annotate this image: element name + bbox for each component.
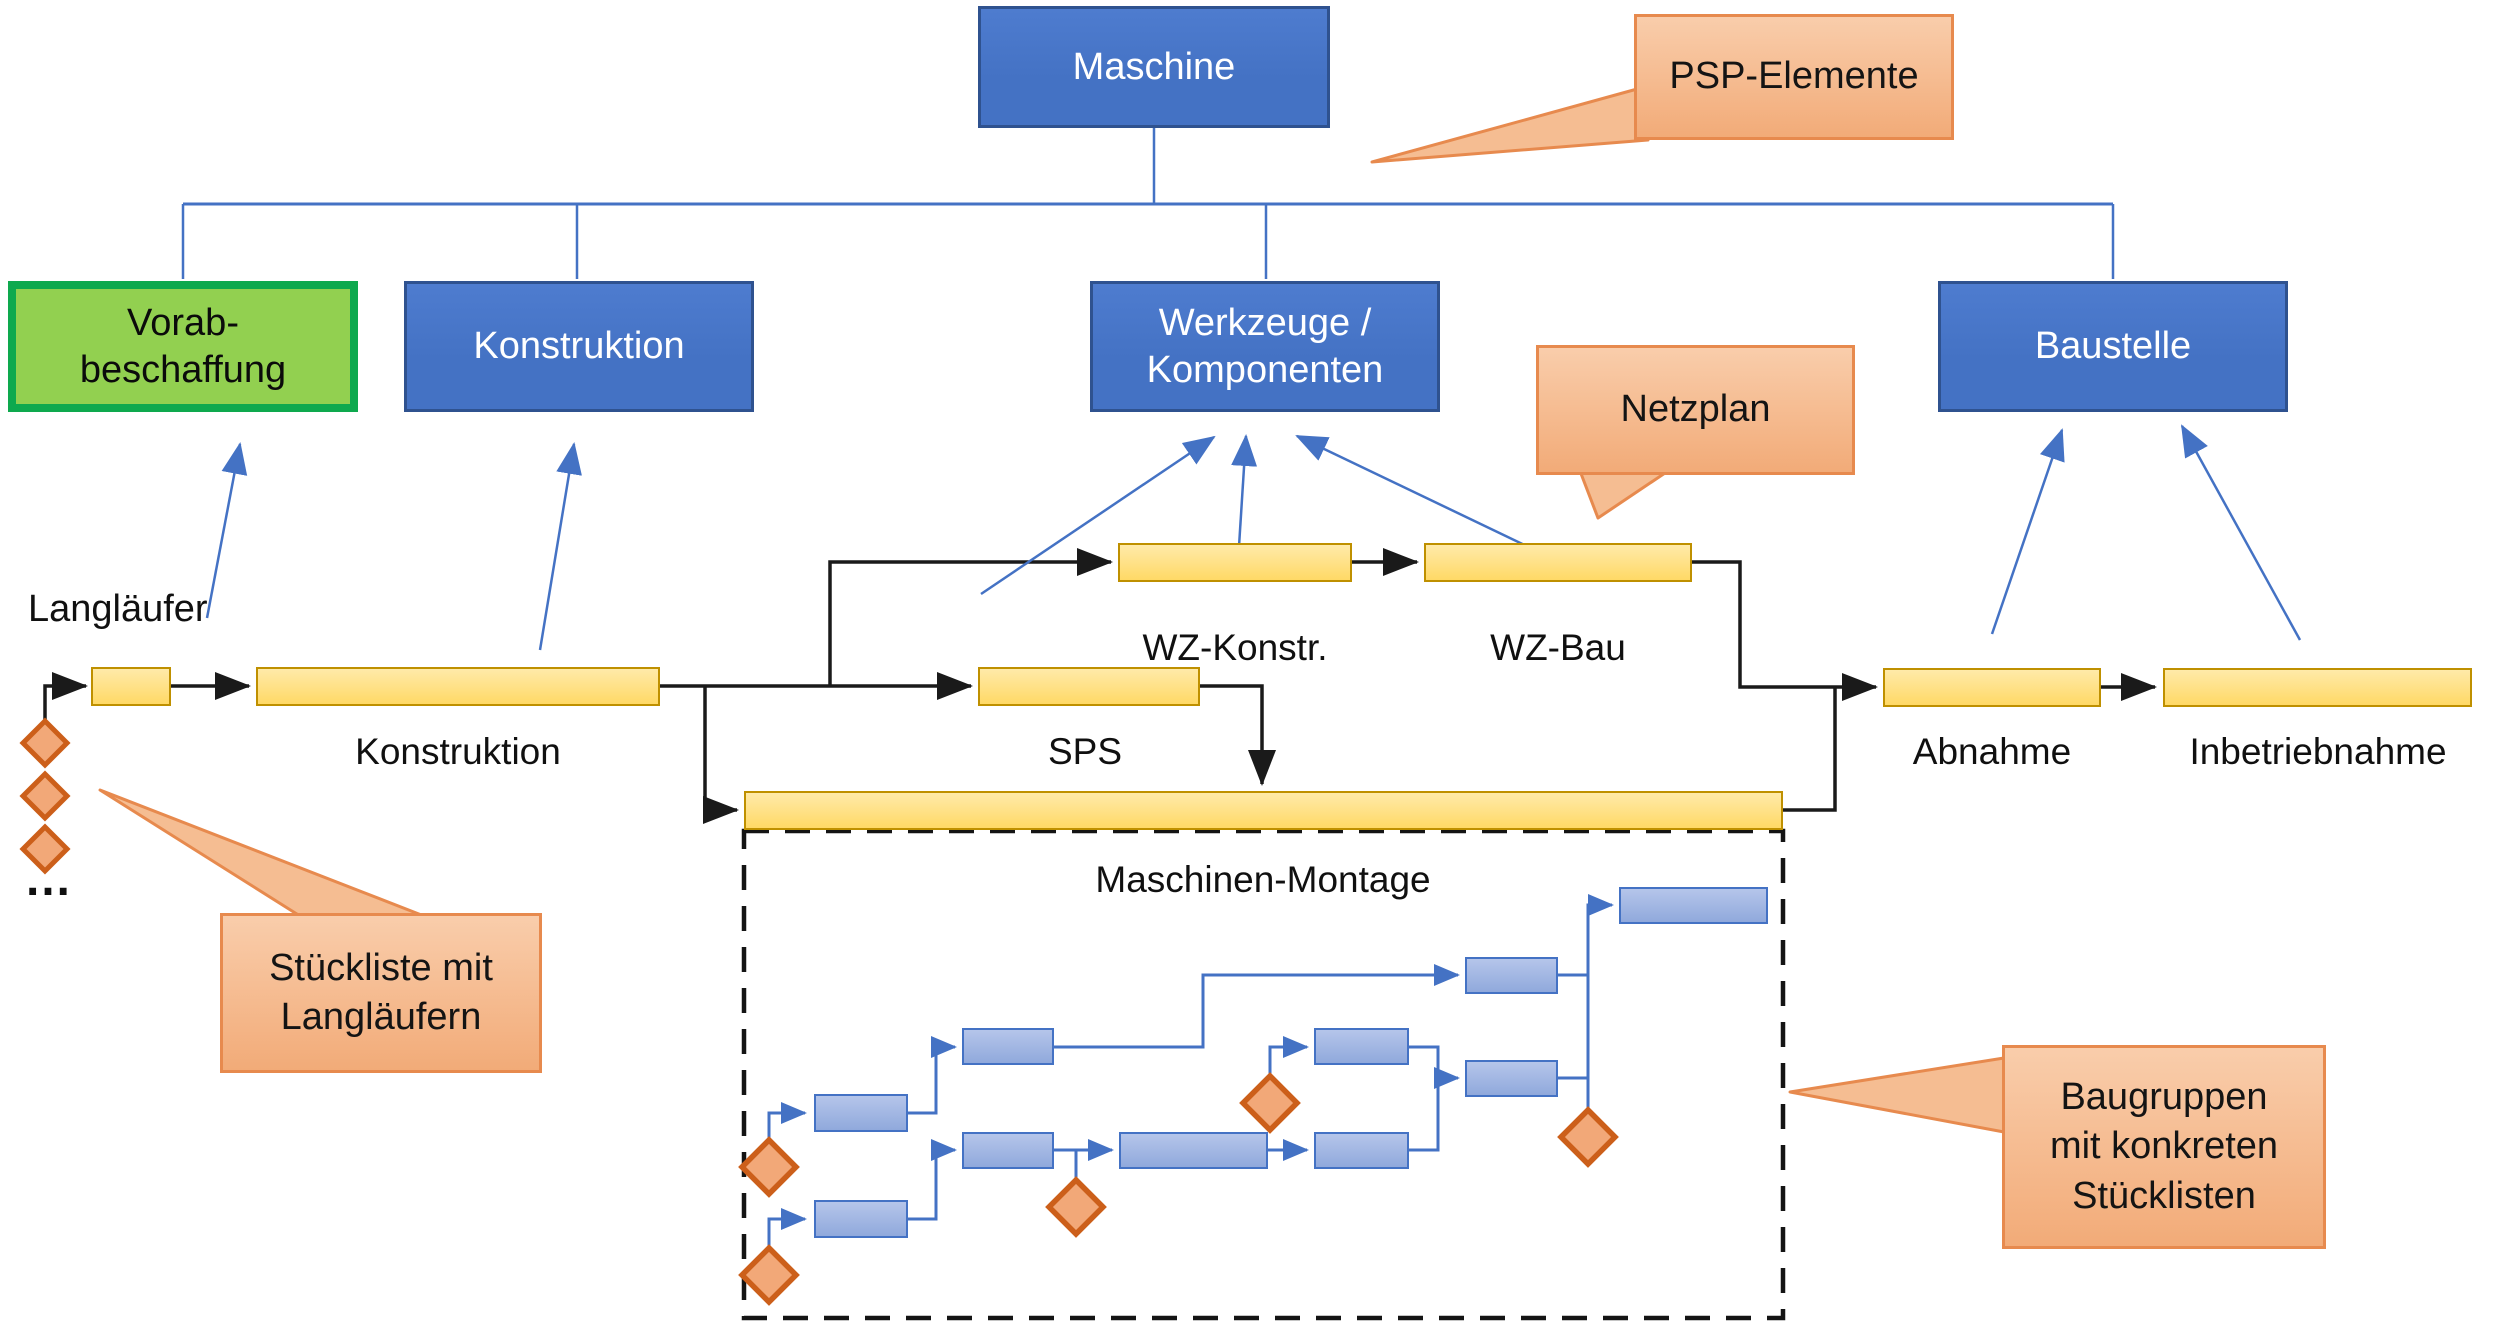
sub-milestone-5 xyxy=(1557,1106,1619,1168)
langlaeufer-milestone-3 xyxy=(19,823,71,875)
baugruppen-callout-tail xyxy=(1788,1056,2006,1134)
activity-bar-wz-konstr xyxy=(1118,543,1352,582)
callout-baugruppen-line1: Baugruppen xyxy=(2060,1075,2268,1118)
psp-tree-connectors xyxy=(181,128,2115,279)
sub-milestone-1 xyxy=(738,1136,800,1198)
label-sps: SPS xyxy=(1047,731,1123,772)
psp-box-konstruktion: Konstruktion xyxy=(404,281,754,412)
psp-box-maschine-label: Maschine xyxy=(1072,45,1236,88)
langlaeufer-ellipsis: … xyxy=(24,853,75,906)
callout-baugruppen-line2: mit konkreten xyxy=(2049,1125,2279,1168)
sub-task-bar-9 xyxy=(1465,1060,1558,1097)
psp-annotation-arrows xyxy=(205,424,2302,651)
psp-box-baustelle: Baustelle xyxy=(1938,281,2288,412)
callout-baugruppen: Baugruppen mit konkreten Stücklisten xyxy=(2002,1045,2326,1249)
psp-box-werkzeuge-komponenten: Werkzeuge / Komponenten xyxy=(1090,281,1440,412)
sub-milestone-3 xyxy=(1045,1176,1107,1238)
baustelle-box-label: Baustelle xyxy=(2034,325,2192,368)
label-wz-bau: WZ-Bau xyxy=(1490,627,1626,668)
sub-task-bar-8 xyxy=(1465,957,1558,994)
label-abnahme: Abnahme xyxy=(1912,731,2072,772)
sub-network-connectors xyxy=(767,894,1614,1248)
sub-task-bar-3 xyxy=(962,1028,1054,1065)
activity-bar-konstruktion xyxy=(256,667,660,706)
langlaeufer-milestone-1 xyxy=(19,717,71,769)
callout-psp-elemente: PSP-Elemente xyxy=(1634,14,1954,140)
sub-milestone-4 xyxy=(1239,1072,1301,1134)
werkzeuge-label-line1: Werkzeuge / xyxy=(1158,302,1372,345)
sub-task-bar-2 xyxy=(814,1200,908,1238)
callout-netzplan-label: Netzplan xyxy=(1620,388,1771,431)
callout-stueckliste: Stückliste mit Langläufern xyxy=(220,913,542,1073)
stueckliste-callout-tail xyxy=(98,788,426,918)
label-inbetriebnahme: Inbetriebnahme xyxy=(2189,731,2447,772)
baugruppen-dashed-frame xyxy=(741,828,1786,1321)
vorab-label-line1: Vorab- xyxy=(127,302,239,345)
callout-baugruppen-line3: Stücklisten xyxy=(2072,1174,2256,1217)
callout-tails xyxy=(98,84,2006,1134)
label-langlaeufer: Langläufer xyxy=(28,588,208,630)
werkzeuge-label-line2: Komponenten xyxy=(1146,348,1384,391)
callout-netzplan: Netzplan xyxy=(1536,345,1855,475)
langlaeufer-milestone-2 xyxy=(19,770,71,822)
psp-box-vorabbeschaffung: Vorab- beschaffung xyxy=(8,281,358,412)
konstruktion-box-label: Konstruktion xyxy=(473,325,685,368)
sub-task-bar-7 xyxy=(1314,1028,1409,1065)
sub-task-bar-10 xyxy=(1619,887,1768,924)
sub-milestone-2 xyxy=(738,1244,800,1306)
main-network-connectors xyxy=(43,548,2157,824)
activity-bar-maschinen-montage xyxy=(744,791,1783,830)
callout-stueckliste-line1: Stückliste mit xyxy=(269,946,493,989)
label-konstruktion-activity: Konstruktion xyxy=(355,731,561,772)
label-maschinen-montage: Maschinen-Montage xyxy=(1095,859,1431,900)
netzplan-callout-tail xyxy=(1578,469,1670,520)
sub-task-bar-5 xyxy=(1119,1132,1268,1169)
activity-bar-inbetriebnahme xyxy=(2163,668,2472,707)
activity-bar-sps xyxy=(978,667,1200,706)
callout-psp-elemente-label: PSP-Elemente xyxy=(1669,55,1919,98)
sub-task-bar-1 xyxy=(814,1094,908,1132)
activity-bar-wz-bau xyxy=(1424,543,1692,582)
psp-box-maschine: Maschine xyxy=(978,6,1330,128)
psp-callout-tail xyxy=(1370,84,1650,164)
sub-task-bar-4 xyxy=(962,1132,1054,1169)
activity-bar-langlaeufer xyxy=(91,667,171,706)
label-wz-konstr: WZ-Konstr. xyxy=(1142,627,1328,668)
activity-bar-abnahme xyxy=(1883,668,2101,707)
vorab-label-line2: beschaffung xyxy=(79,348,287,391)
sub-task-bar-6 xyxy=(1314,1132,1409,1169)
milestone-diamonds xyxy=(19,717,1619,1306)
callout-stueckliste-line2: Langläufern xyxy=(280,996,482,1038)
